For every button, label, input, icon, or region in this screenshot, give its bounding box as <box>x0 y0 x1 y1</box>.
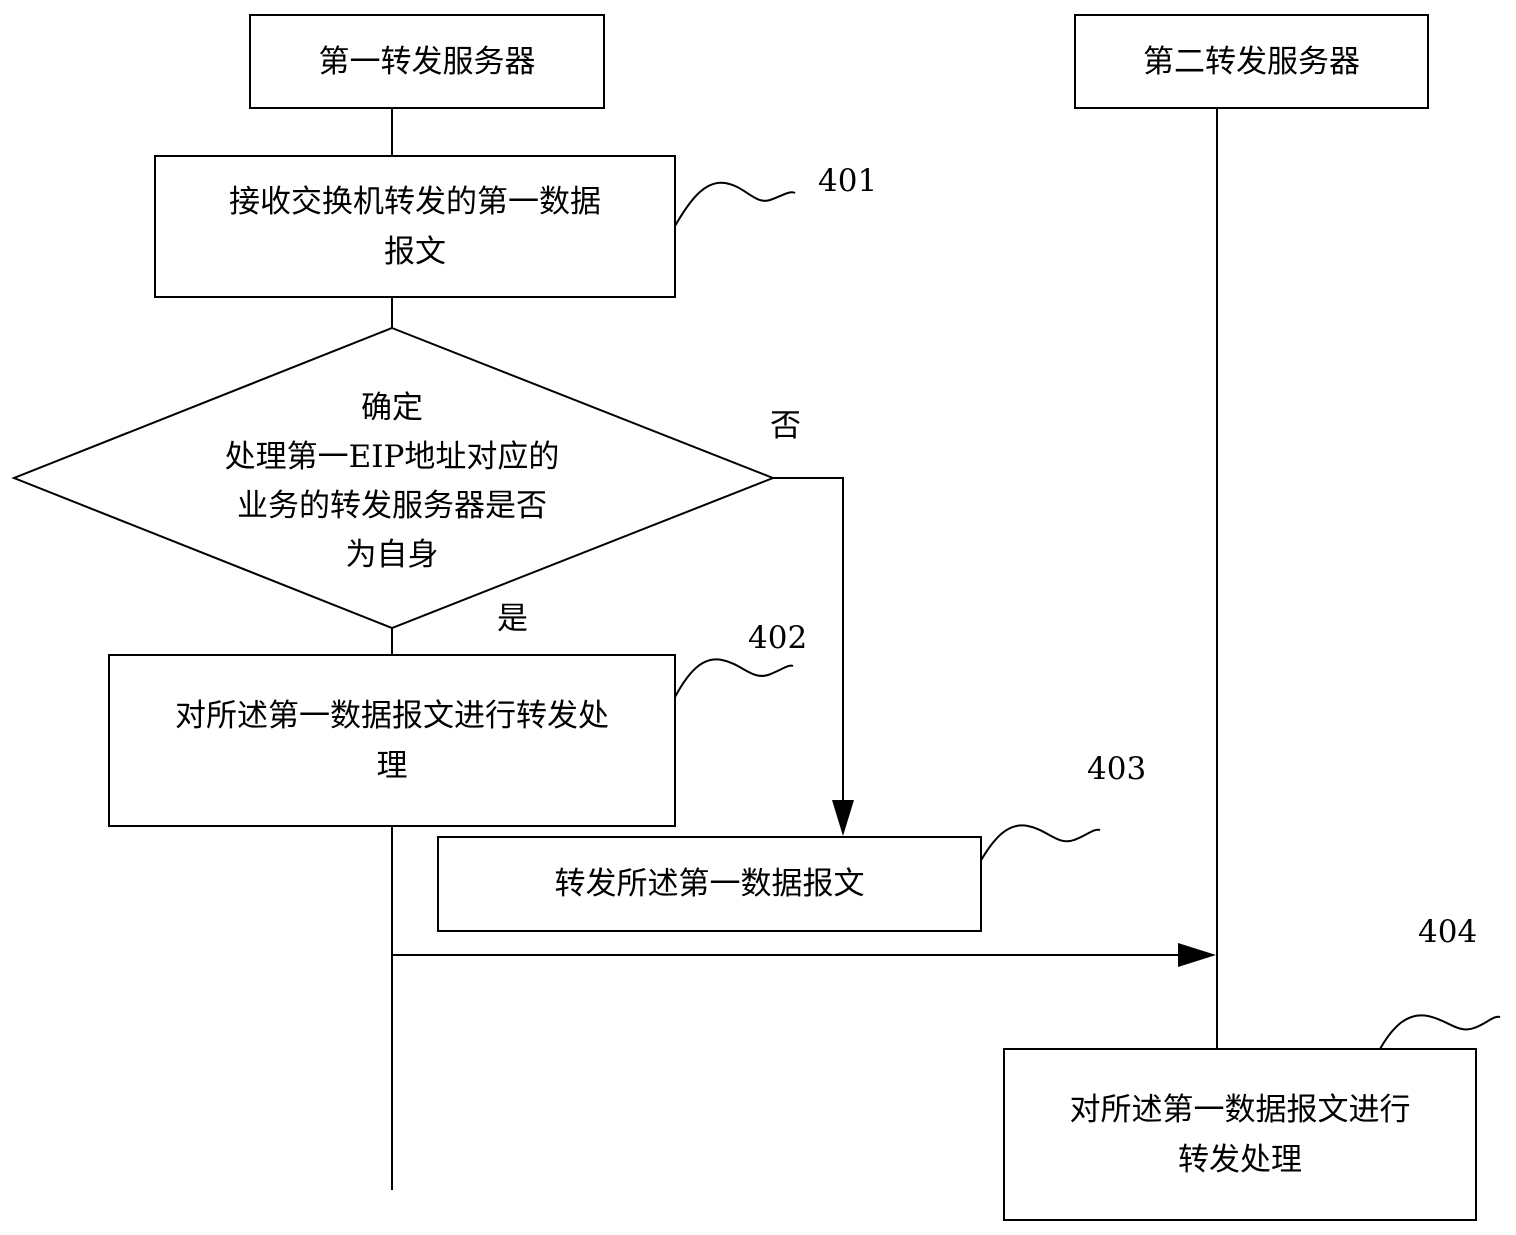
decision-yes-label: 是 <box>497 601 528 637</box>
message-arrowhead <box>1178 943 1216 967</box>
ref-403: 403 <box>1087 751 1147 787</box>
receive-step-line1: 接收交换机转发的第一数据 <box>229 183 601 220</box>
second-server-label: 第二转发服务器 <box>1143 43 1360 80</box>
leader-401 <box>674 181 796 227</box>
no-branch-line <box>773 477 844 800</box>
receive-step-box: 接收交换机转发的第一数据 报文 <box>154 155 676 298</box>
decision-line1: 确定 <box>361 390 423 426</box>
process-local-line1: 对所述第一数据报文进行转发处 <box>175 697 609 734</box>
ref-401: 401 <box>818 163 878 199</box>
decision-text: 确定 处理第一EIP地址对应的 业务的转发服务器是否 为自身 <box>172 384 612 580</box>
decision-diamond <box>11 326 776 630</box>
leader-402 <box>674 658 794 698</box>
process-remote-box: 对所述第一数据报文进行 转发处理 <box>1003 1048 1477 1221</box>
no-branch-arrowhead <box>832 800 854 836</box>
receive-step-line2: 报文 <box>384 233 446 270</box>
process-remote-line1: 对所述第一数据报文进行 <box>1069 1091 1411 1128</box>
process-remote-line2: 转发处理 <box>1178 1141 1302 1178</box>
decision-line4: 为自身 <box>345 537 439 573</box>
decision-line3: 业务的转发服务器是否 <box>237 488 547 524</box>
first-server-header: 第一转发服务器 <box>249 14 605 109</box>
forward-step-text: 转发所述第一数据报文 <box>554 866 865 902</box>
ref-404: 404 <box>1418 914 1478 950</box>
forward-step-box: 转发所述第一数据报文 <box>437 836 982 932</box>
leader-404 <box>1379 1014 1501 1050</box>
process-local-line2: 理 <box>376 747 408 784</box>
second-server-header: 第二转发服务器 <box>1074 14 1429 109</box>
ref-402: 402 <box>748 620 808 656</box>
decision-no-label: 否 <box>770 408 801 444</box>
decision-line2: 处理第一EIP地址对应的 <box>224 439 560 475</box>
process-local-box: 对所述第一数据报文进行转发处 理 <box>108 654 676 827</box>
first-server-label: 第一转发服务器 <box>318 43 536 80</box>
leader-403 <box>979 824 1101 863</box>
